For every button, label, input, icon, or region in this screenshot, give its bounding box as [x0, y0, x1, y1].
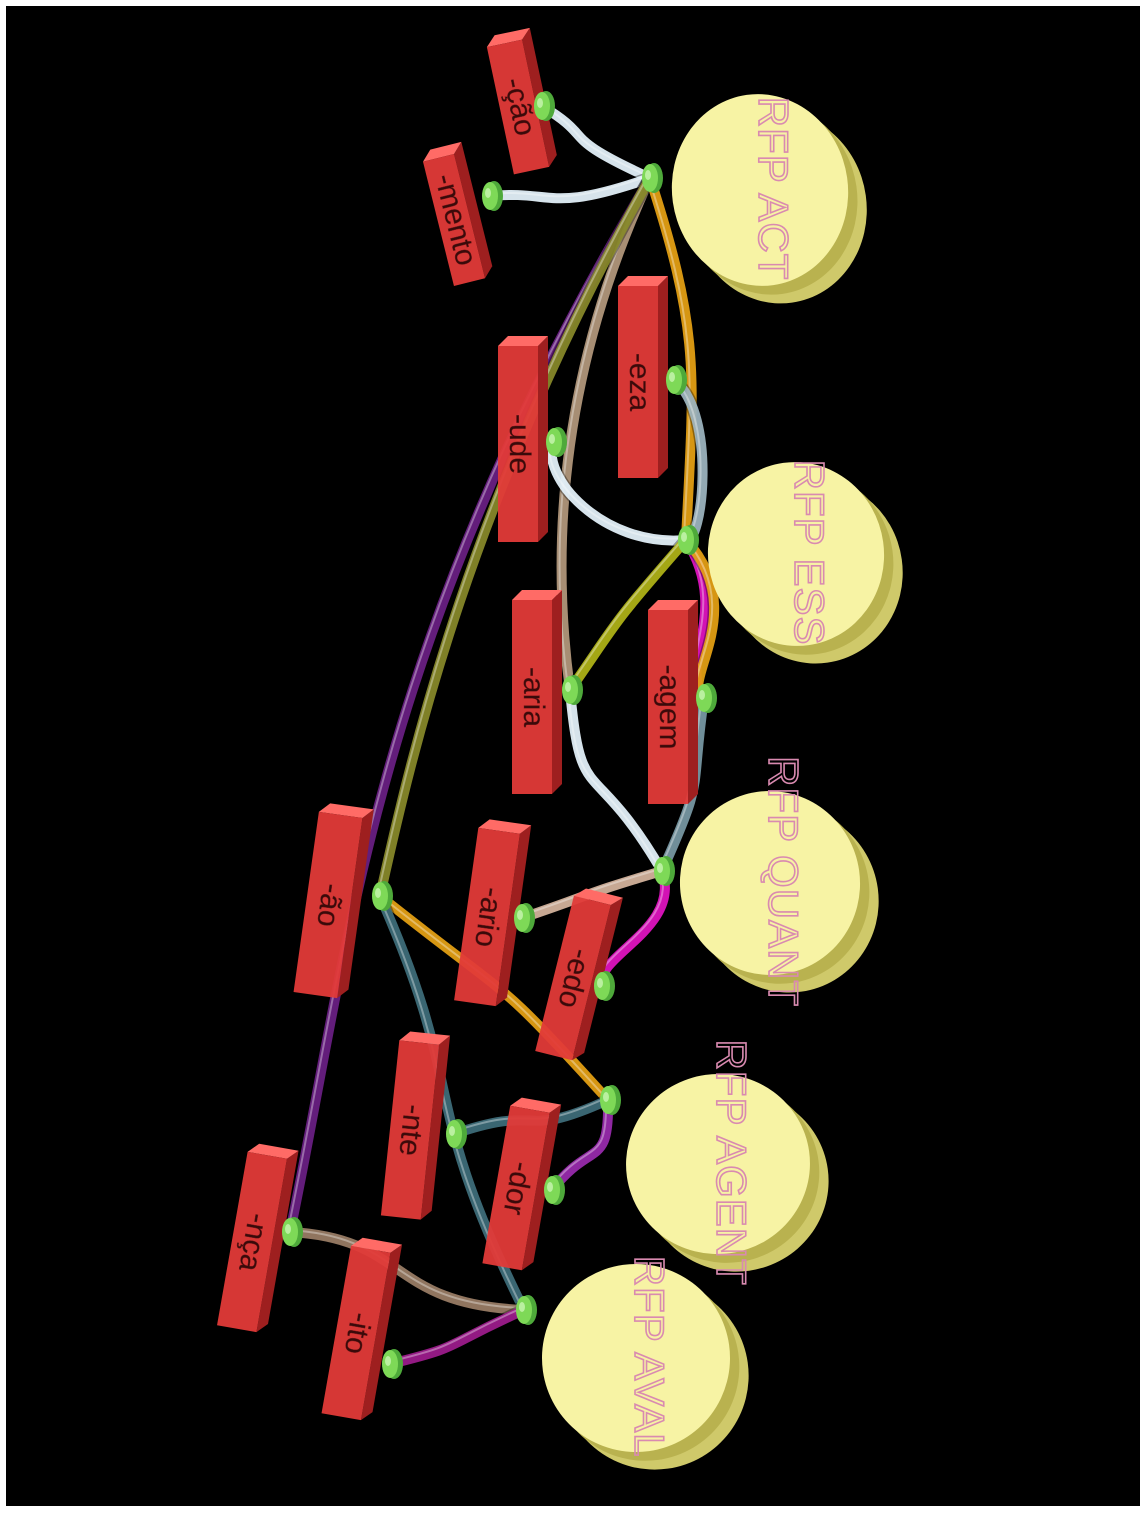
node-quant[interactable]: RFP QUANT: [663, 742, 893, 1022]
suffix-label: -nte: [392, 1103, 430, 1158]
node-label: RFP QUANT: [760, 756, 807, 1007]
connector-layer: [282, 91, 717, 1379]
link-agent-dor: [545, 1093, 615, 1197]
node-aval[interactable]: RFP AVAL: [529, 1241, 761, 1484]
link-act-mento: [483, 171, 657, 205]
suffix-port-nte: [446, 1119, 467, 1149]
node-ess[interactable]: RFP ESS: [696, 446, 915, 678]
suffix-port-dor: [544, 1175, 565, 1205]
suffix-block-mento[interactable]: -mento: [421, 141, 495, 286]
suffix-port-edo: [594, 971, 615, 1001]
suffix-label: -agem: [653, 664, 686, 749]
suffix-label: -aria: [517, 667, 550, 727]
link-act-ao: [373, 171, 657, 903]
node-port-agent: [600, 1085, 621, 1115]
suffix-block-aria[interactable]: -aria: [512, 590, 562, 794]
suffix-port-nca: [282, 1217, 303, 1247]
link-aval-ito: [383, 1303, 531, 1371]
suffix-port-mento: [482, 181, 503, 211]
suffix-block-dor[interactable]: -dor: [482, 1096, 562, 1272]
link-aval-nca: [283, 1225, 531, 1317]
suffix-block-ao[interactable]: -ão: [293, 802, 374, 1000]
suffix-port-ao: [372, 881, 393, 911]
link-ess-aria: [563, 533, 693, 697]
node-port-ess: [678, 525, 699, 555]
links-layer: [283, 99, 721, 1371]
suffix-label: -ito: [338, 1310, 378, 1357]
suffix-block-ito[interactable]: -ito: [321, 1236, 403, 1422]
link-act-cao: [535, 99, 657, 185]
link-act-ess: [643, 171, 699, 547]
node-label: RFP AGENT: [708, 1039, 755, 1285]
node-agent[interactable]: RFP AGENT: [610, 1025, 843, 1301]
link-quant-aria: [563, 683, 669, 878]
suffix-block-agem[interactable]: -agem: [648, 600, 698, 804]
node-label: RFP AVAL: [626, 1256, 673, 1458]
node-port-quant: [654, 856, 675, 886]
suffix-port-aria: [562, 675, 583, 705]
graph-canvas[interactable]: -ção-mento-eza-ude-aria-agem-ão-ario-edo…: [6, 6, 1140, 1506]
suffix-port-cao: [534, 91, 555, 121]
suffix-block-nte[interactable]: -nte: [380, 1030, 451, 1220]
node-act[interactable]: RFP ACT: [659, 80, 879, 317]
suffix-label: -ude: [503, 414, 536, 474]
suffix-label: -eza: [623, 353, 656, 412]
node-label: RFP ACT: [750, 97, 797, 281]
node-port-act: [642, 163, 663, 193]
suffix-label: -ão: [310, 881, 349, 929]
suffix-port-agem: [696, 683, 717, 713]
node-label: RFP ESS: [786, 460, 833, 646]
suffix-port-eza: [666, 365, 687, 395]
suffix-port-ario: [514, 903, 535, 933]
suffix-block-nca[interactable]: -nça: [217, 1142, 299, 1334]
morphology-network-graph[interactable]: -ção-mento-eza-ude-aria-agem-ão-ario-edo…: [6, 6, 1140, 1506]
node-port-aval: [516, 1295, 537, 1325]
suffix-block-eza[interactable]: -eza: [618, 276, 668, 478]
suffix-port-ito: [382, 1349, 403, 1379]
suffix-port-ude: [546, 427, 567, 457]
suffix-block-ude[interactable]: -ude: [498, 336, 548, 542]
suffix-block-ario[interactable]: -ario: [454, 818, 532, 1007]
